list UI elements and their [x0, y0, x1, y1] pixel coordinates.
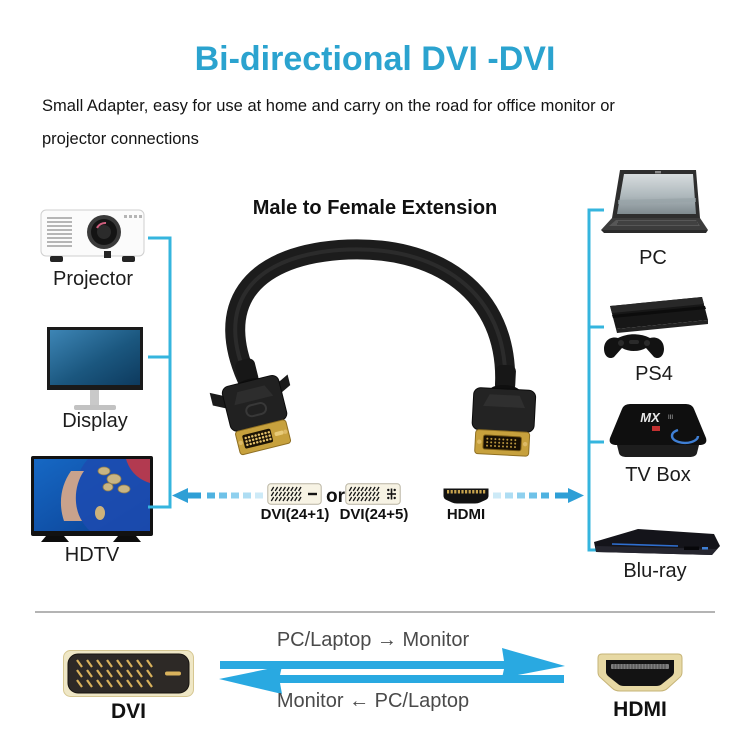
arrow-bottom-caption: Monitor ← PC/Laptop	[276, 690, 470, 712]
page-title: Bi-directional DVI -DVI	[194, 40, 556, 78]
bluray-image	[586, 526, 724, 562]
dvi-24-1-label: DVI(24+1)	[260, 506, 330, 523]
projector-image	[38, 203, 148, 267]
pc-image	[596, 168, 710, 248]
svg-text:MX: MX	[640, 410, 661, 425]
dvi-female-connector	[471, 364, 537, 457]
section-divider	[35, 611, 715, 613]
dvi-male-connector	[209, 358, 292, 456]
tvbox-label: TV Box	[625, 464, 691, 486]
dvi-connector-icon	[62, 649, 195, 698]
dashed-arrow-right-icon	[492, 487, 586, 504]
display-label: Display	[62, 410, 128, 432]
projector-label: Projector	[52, 268, 134, 290]
arrow-top-caption: PC/Laptop → Monitor	[276, 629, 470, 651]
bluray-label: Blu-ray	[623, 560, 687, 582]
dashed-arrow-left-icon	[170, 487, 264, 504]
or-text: or	[326, 486, 345, 507]
svg-text:III: III	[668, 415, 673, 421]
bidirectional-arrows	[210, 644, 574, 700]
hdmi-connector-label: HDMI	[613, 698, 667, 721]
dvi-24-5-label: DVI(24+5)	[339, 506, 409, 523]
subtitle-line2: projector connections	[42, 130, 199, 148]
dvi-24-5-icon	[345, 483, 401, 505]
tvbox-image: MX III	[600, 400, 716, 464]
pc-label: PC	[639, 247, 667, 269]
hdmi-plug-icon	[442, 487, 490, 504]
ps4-controller	[604, 334, 664, 359]
hdmi-plug-label: HDMI	[446, 506, 486, 523]
hdtv-image	[30, 455, 154, 545]
left-bracket	[146, 235, 174, 510]
cable-image	[185, 233, 557, 468]
dvi-24-1-icon	[267, 483, 322, 505]
ps4-label: PS4	[635, 363, 673, 385]
ps4-image	[596, 292, 712, 364]
hdmi-connector-icon	[596, 652, 684, 696]
arrow-right-icon	[220, 648, 565, 678]
dvi-connector-label: DVI	[110, 700, 146, 723]
arrow-left-icon	[219, 666, 564, 694]
display-image	[45, 325, 145, 417]
hdtv-label: HDTV	[64, 544, 120, 566]
subtitle-line1: Small Adapter, easy for use at home and …	[42, 97, 615, 115]
cable-heading: Male to Female Extension	[252, 197, 498, 219]
